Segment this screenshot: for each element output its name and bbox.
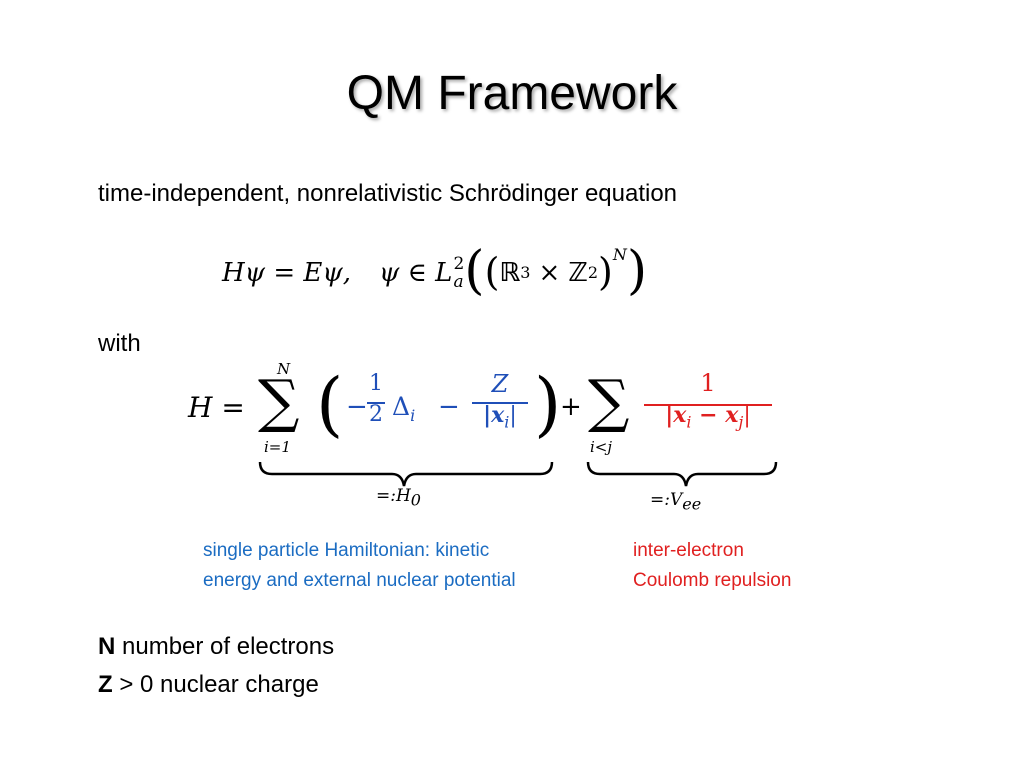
schrodinger-lhs: Hψ = Eψ,	[222, 258, 352, 288]
with-label: with	[98, 330, 141, 357]
definition-z: Z > 0 nuclear charge	[98, 666, 334, 704]
space-sup: 2	[453, 254, 465, 274]
underbraces	[258, 461, 778, 487]
inner-paren-open: (	[484, 250, 500, 294]
inner-paren-close: )	[598, 250, 613, 294]
laplacian: Δi	[392, 392, 416, 425]
potential-fraction: Z |xi|	[470, 370, 530, 433]
definition-z-symbol: Z	[98, 671, 113, 698]
coulomb-fraction-bar	[644, 404, 772, 406]
cross-product: ×	[538, 258, 561, 288]
reals-symbol: ℝ	[499, 258, 521, 288]
vee-description-line1: inter-electron	[633, 540, 744, 561]
outer-paren-open: (	[464, 241, 485, 301]
h0-label: =:H0	[376, 486, 421, 510]
half-numerator: 1	[369, 371, 383, 396]
symbol-definitions: N number of electrons Z > 0 nuclear char…	[98, 628, 334, 704]
hamiltonian-equation: H = N ∑ i=1 ( − 1 2 Δi − Z |xi| ) + ∑ i<…	[180, 358, 800, 518]
plus-sign: +	[560, 392, 582, 422]
sum1-lower: i=1	[264, 438, 291, 456]
hamiltonian-lhs: H =	[188, 391, 245, 424]
h0-description-line2: energy and external nuclear potential	[203, 570, 516, 591]
h0-paren-open: (	[316, 363, 344, 445]
integers-symbol: ℤ	[568, 258, 588, 288]
sum2-lower: i<j	[590, 438, 613, 456]
slide-title: QM Framework	[346, 67, 678, 120]
half-fraction-bar	[367, 402, 385, 404]
sum1-sigma: ∑	[258, 367, 300, 435]
definition-n-symbol: N	[98, 633, 116, 660]
psi-membership: ψ ∈ L	[379, 258, 453, 288]
potential-denominator: |xi|	[483, 402, 517, 432]
space-indices: 2 a	[453, 255, 464, 291]
sum2-sigma: ∑	[588, 367, 630, 435]
space-sub: a	[453, 272, 464, 292]
vee-description: inter-electron Coulomb repulsion	[633, 536, 791, 596]
h0-underbrace	[258, 461, 554, 487]
definition-n: N number of electrons	[98, 628, 334, 666]
potential-numerator: Z	[491, 370, 509, 398]
h0-minus: −	[346, 392, 368, 422]
h0-paren-close: )	[534, 363, 562, 445]
coulomb-denominator: |xi − xj|	[665, 402, 751, 432]
half-fraction: 1 2	[366, 370, 386, 432]
coulomb-numerator: 1	[700, 369, 716, 397]
definition-z-text: > 0 nuclear charge	[112, 671, 319, 698]
half-denominator: 2	[369, 402, 383, 427]
h0-description-line1: single particle Hamiltonian: kinetic	[203, 540, 490, 561]
coulomb-fraction: 1 |xi − xj|	[642, 368, 774, 433]
vee-label: =:Vee	[650, 490, 702, 514]
potential-fraction-bar	[472, 402, 528, 404]
equation-caption: time-independent, nonrelativistic Schröd…	[98, 180, 678, 207]
outer-paren-close: )	[626, 241, 648, 301]
vee-description-line2: Coulomb repulsion	[633, 570, 792, 591]
vee-underbrace	[586, 461, 778, 487]
h0-minus-2: −	[438, 392, 460, 422]
h0-description: single particle Hamiltonian: kinetic ene…	[203, 536, 516, 596]
sum1-upper: N	[277, 360, 291, 378]
definition-n-text: number of electrons	[115, 633, 335, 660]
